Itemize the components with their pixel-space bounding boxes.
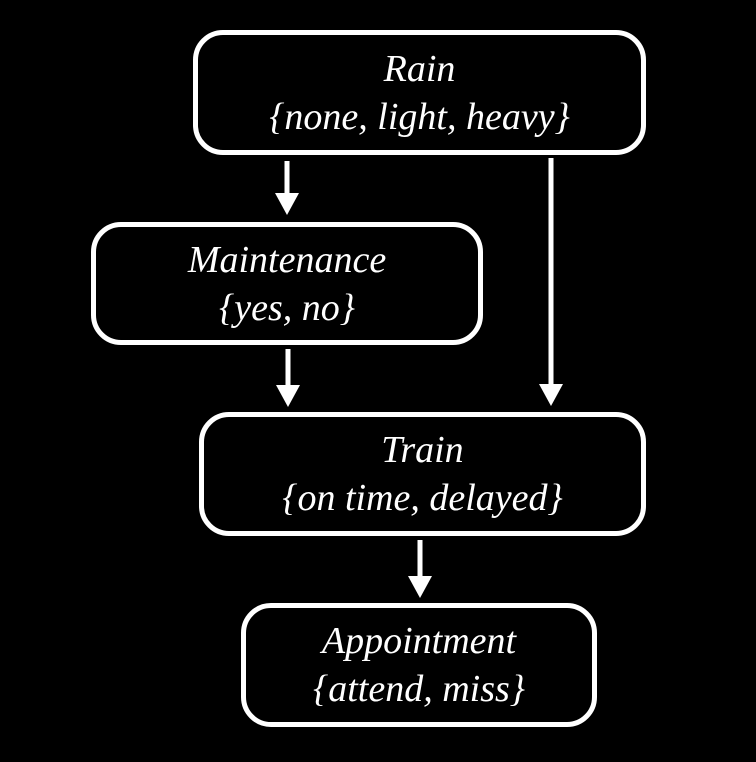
node-appointment-label: Appointment (321, 620, 517, 662)
node-maintenance: Maintenance {yes, no} (91, 222, 483, 345)
node-rain: Rain {none, light, heavy} (193, 30, 646, 155)
node-appointment: Appointment {attend, miss} (241, 603, 597, 727)
node-maintenance-values: {yes, no} (219, 286, 355, 329)
arrowhead-icon (275, 193, 299, 215)
node-rain-label: Rain (383, 47, 456, 90)
node-train-label: Train (381, 429, 464, 471)
arrowhead-icon (276, 385, 300, 407)
arrowhead-icon (408, 576, 432, 598)
node-train: Train {on time, delayed} (199, 412, 646, 536)
node-maintenance-label: Maintenance (187, 238, 387, 281)
node-rain-values: {none, light, heavy} (269, 95, 570, 138)
edge-train-to-appointment (408, 540, 432, 598)
arrowhead-icon (539, 384, 563, 406)
edge-rain-to-maintenance (275, 161, 299, 215)
edge-rain-to-train (539, 158, 563, 406)
node-train-values: {on time, delayed} (282, 477, 563, 519)
edge-maintenance-to-train (276, 349, 300, 407)
node-appointment-values: {attend, miss} (313, 668, 525, 710)
